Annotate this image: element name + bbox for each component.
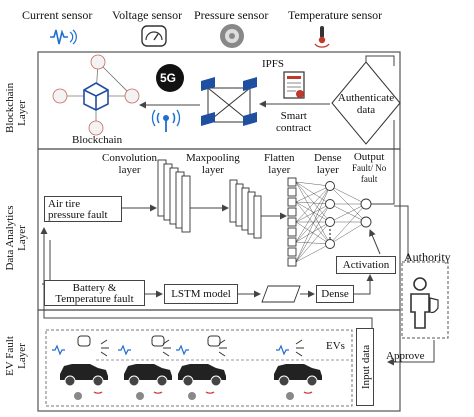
ipfs-device-icons [201, 77, 257, 126]
authenticate-diamond [331, 61, 401, 145]
blockchain-nodes [52, 54, 140, 136]
5g-icon [156, 64, 184, 92]
ev-car-icons [60, 364, 322, 387]
input-data-box: Input data [356, 328, 374, 406]
blockchain-label: Blockchain [72, 134, 123, 146]
output-to-authority-line [394, 205, 409, 262]
maxpooling-stack [229, 179, 262, 239]
authority-icon [410, 277, 439, 329]
feedback-line [365, 55, 395, 66]
authority-label: Authority [404, 250, 451, 264]
input-feed-line [42, 240, 51, 285]
output-to-authenticate-line [371, 120, 395, 205]
convolution-stack [157, 159, 191, 233]
activation-to-output-arrow [369, 229, 381, 255]
battery-temp-fault-box: Battery &Temperature fault [44, 280, 145, 306]
lstm-model-box: LSTM model [164, 284, 238, 304]
antenna-icon [151, 109, 181, 132]
approve-label: Approve [386, 350, 425, 362]
blockchain-cube-icon [83, 82, 109, 111]
voltage-sensor-label: Voltage sensor [112, 8, 183, 22]
dense-ellipsis [329, 229, 331, 239]
dense-nodes [325, 181, 335, 249]
ev-layer-frame [37, 309, 401, 412]
voltage-gauge-icon [141, 25, 167, 47]
authority-approve-line [400, 340, 435, 363]
evs-group [45, 329, 353, 407]
output-label: Output Fault/ No fault [352, 151, 387, 185]
5g-badge-text: 5G [160, 71, 177, 85]
temperature-sensor-label: Temperature sensor [288, 8, 383, 22]
authority-frame [401, 261, 449, 339]
current-sensor-icon [50, 29, 77, 45]
dense-box: Dense [316, 285, 354, 303]
pressure-tire-icon [220, 24, 244, 48]
activation-box: Activation [336, 256, 396, 274]
flatten-stack [287, 177, 297, 267]
lstm-output-vector [261, 285, 301, 303]
smart-contract-icon [283, 71, 305, 99]
dense-to-activation-arrow [354, 274, 374, 295]
temperature-sensor-icon [314, 26, 330, 48]
ipfs-label: IPFS [262, 58, 285, 70]
input-data-to-analytics-arrow [40, 227, 373, 328]
pressure-sensor-label: Pressure sensor [194, 8, 269, 22]
evs-label: EVs [326, 340, 345, 352]
current-sensor-label: Current sensor [22, 8, 93, 22]
output-nodes [360, 198, 372, 228]
ev-sensor-icons [52, 335, 313, 400]
dense-connections [295, 181, 367, 263]
